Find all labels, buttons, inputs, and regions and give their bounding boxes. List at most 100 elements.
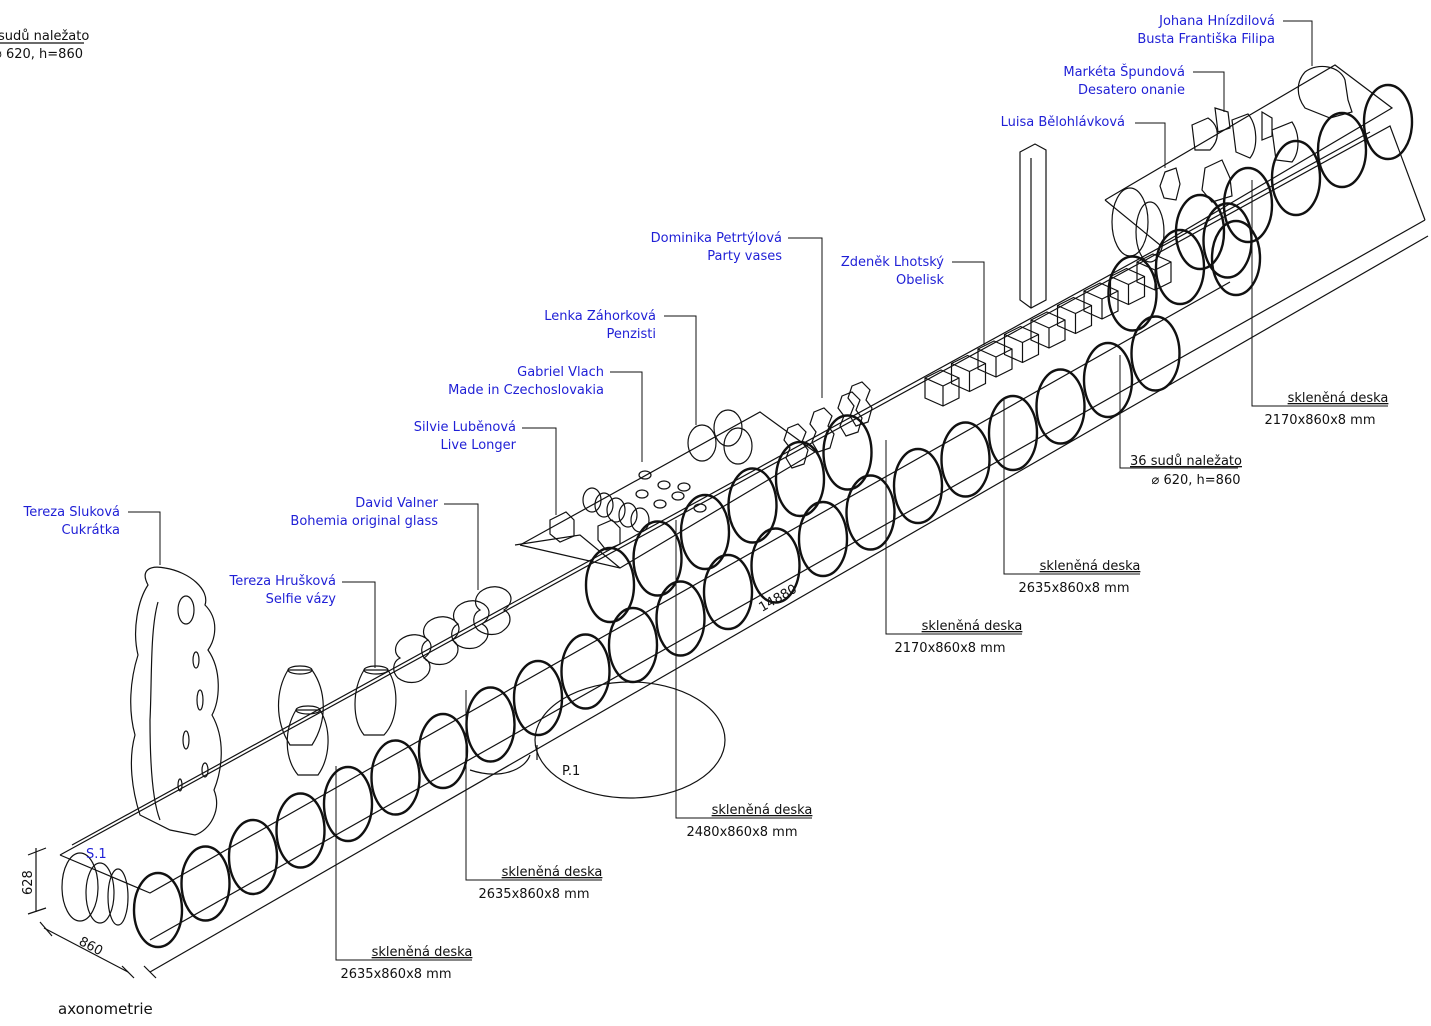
barrel-end [632, 520, 683, 597]
barrel-end [465, 686, 516, 763]
dim-height: 628 [21, 870, 36, 895]
barrel-end [655, 580, 706, 657]
barrel-end [1154, 228, 1206, 306]
barrel-end [1107, 255, 1158, 332]
barrel-end [132, 871, 184, 949]
barrel-end [227, 818, 279, 896]
glass-panel-title: skleněná deska [712, 803, 813, 818]
label-line: Johana Hnízdilová [1158, 14, 1275, 29]
cube [924, 369, 960, 407]
barrel-end [275, 792, 326, 869]
label-line: Gabriel Vlach [517, 365, 604, 380]
glass-panel-title: skleněná deska [502, 865, 603, 880]
party-vase [837, 391, 863, 437]
label-line: Silvie Luběnová [414, 420, 516, 435]
label-line: Lenka Záhorková [544, 309, 656, 324]
party-vase [847, 381, 873, 427]
caption: axonometrie [58, 1000, 153, 1018]
label-line: Selfie vázy [266, 592, 337, 607]
cube [1056, 296, 1093, 335]
barrel-end [940, 421, 991, 498]
barrel-end [1174, 193, 1226, 271]
barrel-end [180, 845, 231, 922]
glass-panel-size: 2635x860x8 mm [1018, 581, 1129, 596]
barrel-base [59, 83, 1426, 949]
obelisk-shape [1019, 143, 1047, 309]
label-line: Desatero onanie [1078, 83, 1185, 98]
cube [1003, 325, 1040, 364]
cube [977, 340, 1013, 378]
label-line: Busta Františka Filipa [1137, 32, 1275, 47]
cube [950, 354, 987, 393]
selfie-vases [277, 665, 397, 776]
corner-note-line1: sudů naležato [0, 29, 89, 44]
barrel-end [892, 447, 944, 525]
cube [1083, 282, 1119, 320]
barrel-end [727, 467, 778, 544]
barrels-note: 36 sudů naležato ⌀ 620, h=860 [1119, 355, 1242, 488]
label-line: Zdeněk Lhotský [841, 255, 944, 270]
label-line: Luisa Bělohlávková [1001, 115, 1125, 130]
barrel-end [750, 527, 801, 604]
marker-p1: P.1 [562, 764, 580, 779]
glass-object [473, 586, 512, 636]
barrel-end [370, 739, 421, 816]
glass-panel-label: skleněná deska 2635x860x8 mm [1003, 400, 1141, 596]
label-line: Obelisk [896, 273, 944, 288]
glass-panel-title: skleněná deska [1040, 559, 1141, 574]
small-objects [549, 409, 753, 551]
barrel-end [1222, 166, 1274, 244]
party-vase [809, 407, 835, 453]
barrel-end [512, 659, 564, 737]
corner-note-line2: ⌀ 620, h=860 [0, 47, 83, 62]
label-line: Cukrátka [61, 523, 120, 538]
barrel-end [1270, 139, 1322, 217]
p1-zone: P.1 [469, 681, 726, 799]
barrel-end [1210, 219, 1262, 297]
barrel-end [702, 553, 754, 631]
barrels-note-line2: ⌀ 620, h=860 [1152, 473, 1241, 488]
barrel-end [1035, 368, 1086, 445]
party-vase [783, 423, 809, 469]
barrel-end [774, 440, 826, 518]
label-line: Dominika Petrtýlová [651, 231, 782, 246]
marker-s1: S.1 [86, 847, 107, 862]
barrel-end [417, 712, 469, 790]
barrel-end [1082, 341, 1134, 419]
label-line: Markéta Špundová [1063, 64, 1185, 80]
barrels-note-line1: 36 sudů naležato [1130, 454, 1242, 469]
bohemia-glass-objects [393, 586, 512, 684]
glass-object [451, 600, 490, 650]
barrel-end [797, 500, 849, 578]
barrel-end [322, 765, 374, 843]
label-line: Tereza Sluková [23, 505, 121, 520]
far-objects [1159, 65, 1353, 203]
cube [1030, 311, 1066, 349]
label-line: Bohemia original glass [290, 514, 438, 529]
label-line: Party vases [707, 249, 782, 264]
glass-panel-size: 2170x860x8 mm [1264, 413, 1375, 428]
glass-panel-size: 2635x860x8 mm [478, 887, 589, 902]
dim-width: 860 [76, 934, 105, 959]
glass-panel-title: skleněná deska [922, 619, 1023, 634]
cube-row [924, 253, 1172, 407]
cube [1136, 253, 1172, 291]
label-line: Tereza Hrušková [228, 574, 336, 589]
barrel-end [822, 414, 873, 491]
cube [1109, 267, 1146, 306]
glass-slabs [59, 64, 1394, 894]
